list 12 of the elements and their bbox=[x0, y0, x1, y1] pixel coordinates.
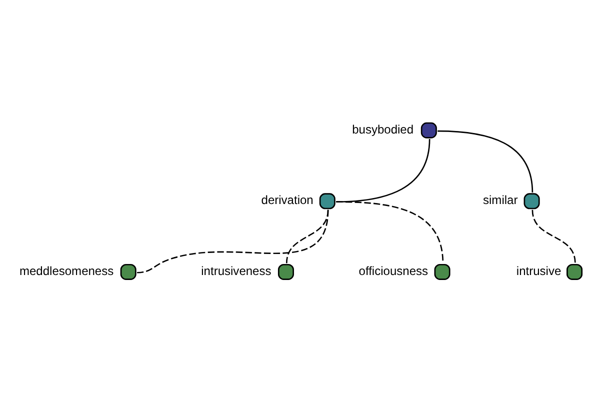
connector bbox=[336, 200, 444, 263]
node-label: meddlesomeness bbox=[19, 263, 114, 278]
node-label: intrusiveness bbox=[201, 263, 272, 278]
connector bbox=[137, 209, 329, 273]
node-label: busybodied bbox=[352, 122, 414, 136]
node-label: derivation bbox=[261, 192, 314, 207]
connector bbox=[532, 209, 576, 263]
node-label: similar bbox=[483, 192, 518, 207]
node-label: officiousness bbox=[358, 263, 428, 278]
connector bbox=[438, 130, 534, 192]
connector bbox=[286, 209, 329, 263]
node-label: intrusive bbox=[516, 263, 562, 278]
